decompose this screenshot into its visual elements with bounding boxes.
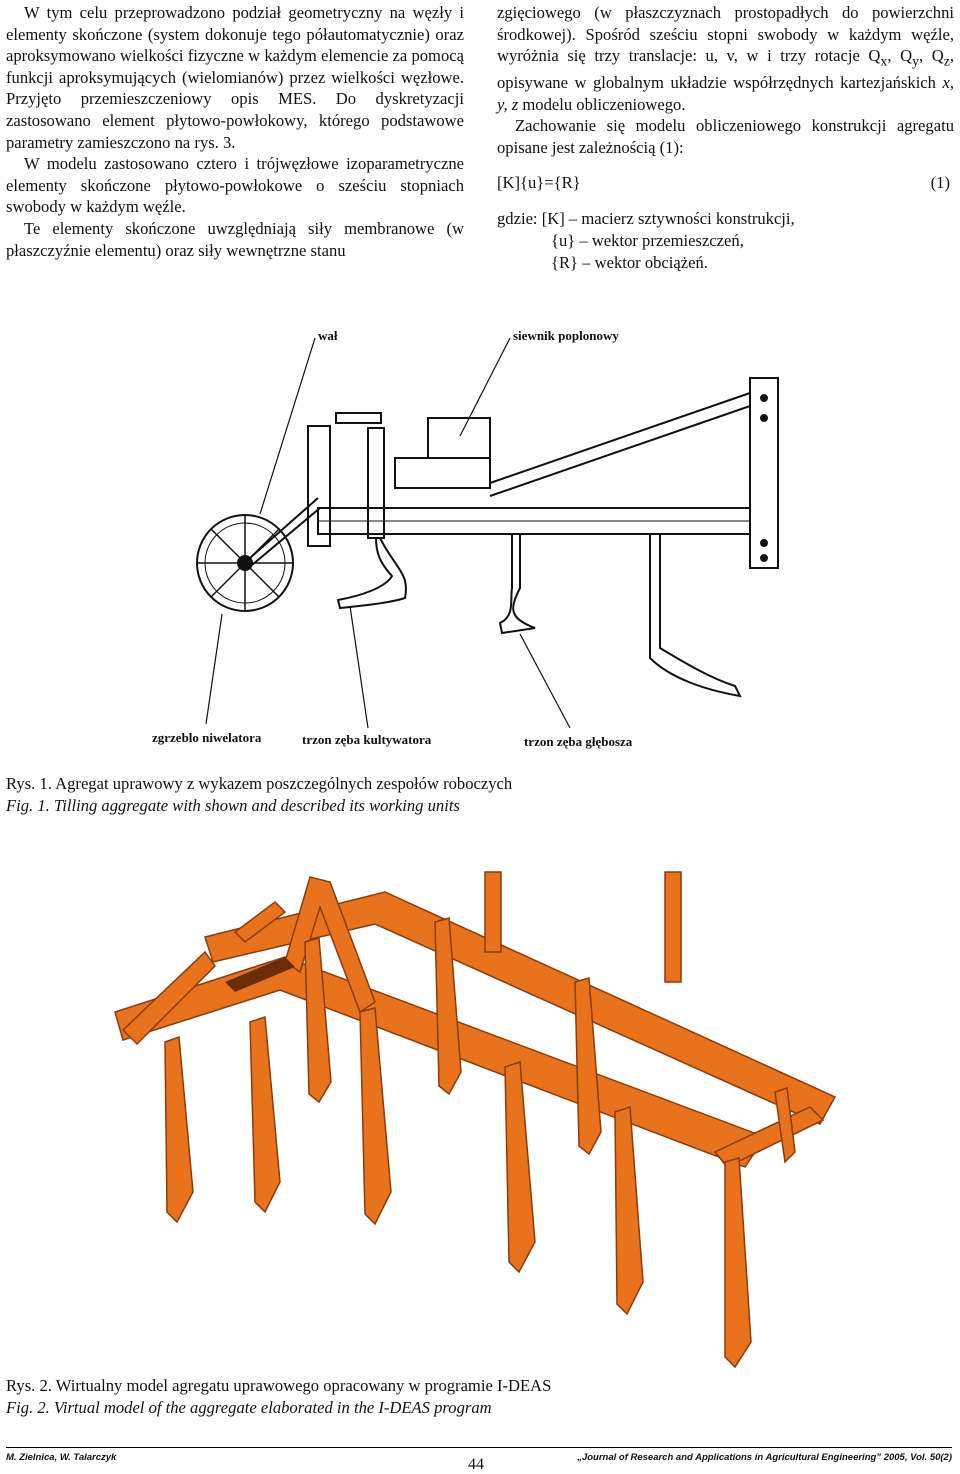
equation: [K]{u}={R} (1) bbox=[497, 172, 954, 194]
caption-pl: Rys. 2. Wirtualny model agregatu uprawow… bbox=[6, 1376, 552, 1395]
figure-1-caption: Rys. 1. Agregat uprawowy z wykazem poszc… bbox=[6, 773, 512, 817]
tine bbox=[359, 1007, 392, 1226]
label-cultivator-tine: trzon zęba kultywatora bbox=[302, 732, 432, 747]
tine bbox=[504, 1060, 536, 1274]
text-span: , Q bbox=[918, 46, 944, 66]
paragraph: Zachowanie się modelu obliczeniowego kon… bbox=[497, 116, 954, 157]
footer-authors: M. Zielnica, W. Talarczyk bbox=[6, 1452, 117, 1463]
label-seeder: siewnik poplonowy bbox=[513, 328, 619, 343]
tine bbox=[724, 1157, 752, 1369]
equation-body: [K]{u}={R} bbox=[497, 173, 581, 193]
footer-journal: „Journal of Research and Applications in… bbox=[577, 1452, 952, 1463]
definition-u: {u} – wektor przemieszczeń, bbox=[551, 231, 744, 251]
caption-pl: Rys. 1. Agregat uprawowy z wykazem poszc… bbox=[6, 774, 513, 793]
tine bbox=[249, 1015, 281, 1214]
tine bbox=[304, 937, 332, 1104]
shadow-brace bbox=[225, 957, 295, 992]
caption-en: Fig. 2. Virtual model of the aggregate e… bbox=[6, 1398, 492, 1417]
right-text-column: zgięciowego (w płaszczyznach prostopadły… bbox=[497, 2, 954, 273]
figure-1-drawing: wał siewnik poplonowy zgrzeblo niwelator… bbox=[140, 318, 820, 758]
paragraph-continuation: zgięciowego (w płaszczyznach prostopadły… bbox=[497, 3, 954, 44]
aggregate-line-drawing: wał siewnik poplonowy zgrzeblo niwelator… bbox=[152, 328, 779, 749]
text-span: , opisywane w globalnym układzie współrz… bbox=[497, 46, 955, 93]
label-shaft: wał bbox=[318, 328, 338, 343]
paragraph: W modelu zastosowano cztero i trójwęzłow… bbox=[6, 154, 464, 217]
paragraph: zgięciowego (w płaszczyznach prostopadły… bbox=[497, 2, 954, 115]
subscript: x bbox=[880, 53, 888, 69]
tine bbox=[164, 1035, 194, 1224]
symbol-definitions: gdzie: [K] – macierz sztywności konstruk… bbox=[497, 208, 954, 273]
equation-number: (1) bbox=[930, 173, 950, 193]
figure-2-caption: Rys. 2. Wirtualny model agregatu uprawow… bbox=[6, 1375, 551, 1419]
subscript: y bbox=[912, 53, 919, 69]
text-span: Spośród sześciu stopni swobody w każdym … bbox=[497, 24, 954, 66]
left-text-column: W tym celu przeprowadzono podział geomet… bbox=[6, 2, 464, 261]
text-span: , Q bbox=[887, 46, 913, 66]
caption-en: Fig. 1. Tilling aggregate with shown and… bbox=[6, 796, 460, 815]
tine bbox=[574, 977, 602, 1156]
paragraph: W tym celu przeprowadzono podział geomet… bbox=[6, 3, 464, 152]
paragraph: Te elementy skończone uwzględniają siły … bbox=[6, 218, 464, 260]
virtual-model-render bbox=[114, 871, 837, 1369]
subscript: z bbox=[943, 53, 950, 69]
text-span: modelu obliczeniowego. bbox=[518, 94, 686, 114]
tine bbox=[614, 1105, 644, 1316]
figure-2-render bbox=[75, 862, 885, 1370]
label-subsoiler-tine: trzon zęba głębosza bbox=[524, 734, 633, 749]
tine bbox=[434, 917, 462, 1096]
definition-r: {R} – wektor obciążeń. bbox=[551, 252, 708, 272]
definition-k: gdzie: [K] – macierz sztywności konstruk… bbox=[497, 209, 795, 229]
coordinates: x, y, z bbox=[497, 73, 954, 114]
label-leveller: zgrzeblo niwelatora bbox=[152, 730, 262, 745]
footer-rule bbox=[6, 1447, 952, 1448]
page-number: 44 bbox=[468, 1456, 484, 1473]
